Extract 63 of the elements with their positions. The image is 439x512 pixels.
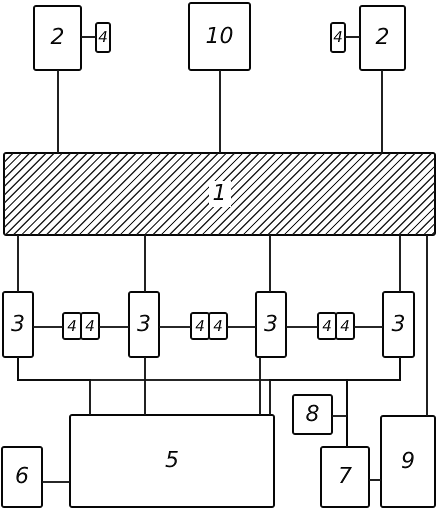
block-number: 7 xyxy=(338,466,352,488)
connector-line xyxy=(287,326,317,328)
connector-line xyxy=(269,236,271,291)
block xyxy=(380,415,436,508)
block-number: 3 xyxy=(264,314,278,336)
block-number: 2 xyxy=(50,27,64,49)
connector-line xyxy=(17,236,19,291)
block-number: 4 xyxy=(98,30,108,45)
block xyxy=(208,312,228,340)
block xyxy=(382,291,415,358)
connector-line xyxy=(259,358,261,414)
block xyxy=(128,291,160,358)
block-number: 2 xyxy=(376,27,390,49)
connector-line xyxy=(219,71,221,152)
block xyxy=(188,2,251,71)
connector-line xyxy=(34,326,62,328)
connector-line xyxy=(381,71,383,152)
block xyxy=(69,414,275,508)
block-number: 10 xyxy=(206,26,234,48)
connector-line xyxy=(355,326,382,328)
block xyxy=(2,291,34,358)
block xyxy=(292,394,333,435)
hatched-block xyxy=(3,152,436,236)
block xyxy=(255,291,287,358)
block xyxy=(62,312,82,340)
connector-line xyxy=(426,236,428,415)
connector-line xyxy=(228,326,255,328)
block xyxy=(320,446,370,508)
block-number: 4 xyxy=(85,318,95,334)
block-number: 4 xyxy=(67,318,77,334)
connector-line xyxy=(82,36,95,38)
block-number: 8 xyxy=(306,404,320,426)
connector-line xyxy=(100,326,128,328)
connector-line xyxy=(43,481,69,483)
connector-line xyxy=(370,479,380,481)
block-number: 4 xyxy=(322,318,332,334)
block-number: 4 xyxy=(333,30,343,45)
block xyxy=(1,446,43,508)
block-number: 4 xyxy=(195,318,205,334)
block-number: 5 xyxy=(165,450,179,472)
block-number: 1 xyxy=(208,181,230,207)
block-number: 3 xyxy=(11,314,25,336)
block xyxy=(335,312,355,340)
block-number: 9 xyxy=(401,450,415,472)
block-number: 3 xyxy=(137,314,151,336)
block-number: 4 xyxy=(213,318,223,334)
block xyxy=(190,312,210,340)
block xyxy=(80,312,100,340)
connector-line xyxy=(346,36,359,38)
connector-line xyxy=(333,415,348,446)
block xyxy=(359,5,406,71)
connector-line xyxy=(144,236,146,291)
block xyxy=(317,312,337,340)
connector-line xyxy=(160,326,190,328)
block-number: 3 xyxy=(392,314,406,336)
block-number: 6 xyxy=(15,466,29,488)
connector-line xyxy=(57,71,59,152)
block xyxy=(330,22,346,53)
block xyxy=(95,22,111,53)
connector-line xyxy=(144,358,146,414)
block-number: 4 xyxy=(340,318,350,334)
block xyxy=(33,5,82,71)
connector-line xyxy=(399,236,401,291)
